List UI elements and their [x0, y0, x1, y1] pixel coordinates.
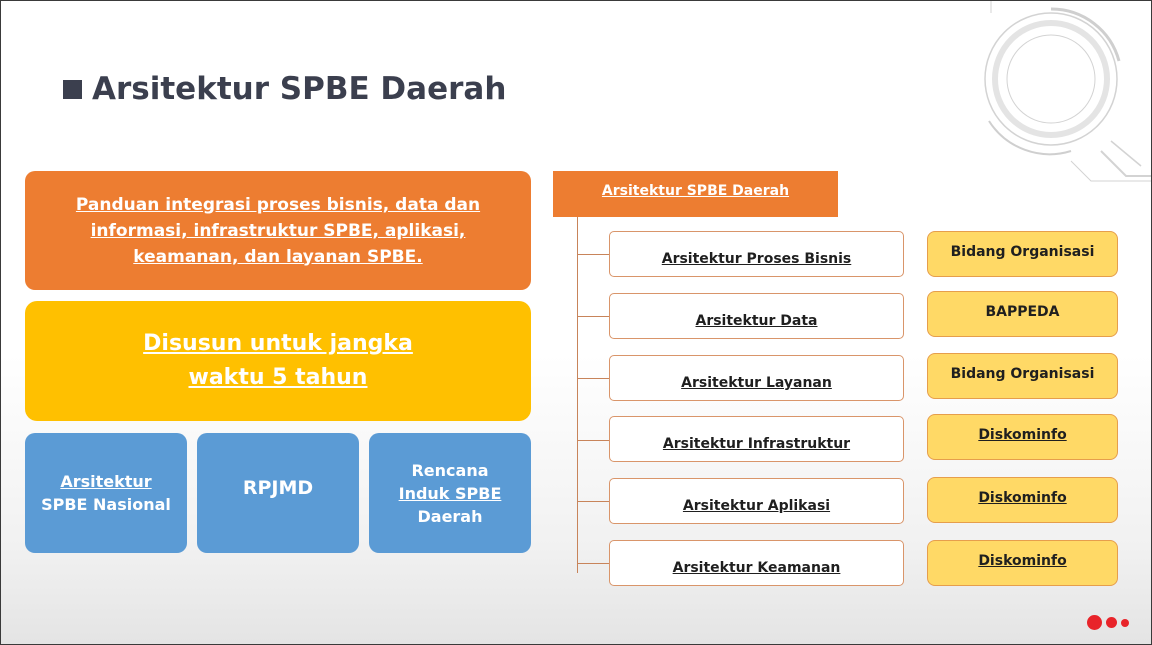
architecture-label: Arsitektur Data [695, 313, 818, 329]
reference-box-line: Induk SPBE [398, 483, 502, 503]
duration-line-2: waktu 5 tahun [188, 365, 368, 390]
architecture-label: Arsitektur Proses Bisnis [661, 251, 852, 267]
reference-box-rencana-induk: Rencana Induk SPBE Daerah [369, 433, 531, 553]
description-box: Panduan integrasi proses bisnis, data da… [25, 171, 531, 290]
tree-root-label: Arsitektur SPBE Daerah [601, 183, 790, 199]
tree-connector [577, 378, 609, 379]
reference-box-line: Daerah [417, 506, 483, 526]
architecture-label: Arsitektur Infrastruktur [662, 436, 851, 452]
architecture-label: Arsitektur Layanan [681, 375, 832, 391]
owner-label: Diskominfo [978, 490, 1067, 506]
dot-icon [1121, 618, 1129, 627]
architecture-box: Arsitektur Proses Bisnis [609, 231, 904, 277]
reference-box-line: Arsitektur [60, 472, 152, 491]
tree-connector [577, 501, 609, 502]
duration-box: Disusun untuk jangka waktu 5 tahun [25, 301, 531, 421]
reference-box-line: SPBE Nasional [41, 495, 171, 514]
owner-label: Bidang Organisasi [950, 244, 1095, 260]
owner-label: Bidang Organisasi [950, 366, 1095, 382]
reference-box-line: Rencana [411, 460, 489, 480]
architecture-box: Arsitektur Layanan [609, 355, 904, 401]
tree-connector-vertical [577, 217, 578, 573]
dot-icon [1106, 617, 1117, 628]
owner-box: Diskominfo [927, 477, 1118, 523]
tree-connector [577, 563, 609, 564]
page-title-text: Arsitektur SPBE Daerah [92, 71, 507, 107]
owner-label: BAPPEDA [985, 304, 1060, 320]
tree-connector [577, 254, 609, 255]
tech-circle-decoration [984, 1, 1151, 182]
architecture-box: Arsitektur Data [609, 293, 904, 339]
dot-icon [1087, 615, 1102, 630]
owner-box: Diskominfo [927, 540, 1118, 586]
duration-line-1: Disusun untuk jangka [143, 331, 413, 356]
owner-box: Diskominfo [927, 414, 1118, 460]
owner-box: BAPPEDA [927, 291, 1118, 337]
description-text: Panduan integrasi proses bisnis, data da… [75, 194, 481, 267]
architecture-box: Arsitektur Keamanan [609, 540, 904, 586]
page-title: Arsitektur SPBE Daerah [63, 71, 506, 107]
architecture-box: Arsitektur Infrastruktur [609, 416, 904, 462]
owner-box: Bidang Organisasi [927, 231, 1118, 277]
tree-connector [577, 440, 609, 441]
tree-connector [577, 316, 609, 317]
slide-dots-decoration [1087, 615, 1129, 630]
reference-box-rpjmd: RPJMD [197, 433, 359, 553]
owner-box: Bidang Organisasi [927, 353, 1118, 399]
reference-box-line: RPJMD [242, 477, 314, 499]
architecture-label: Arsitektur Keamanan [672, 560, 841, 576]
owner-label: Diskominfo [978, 553, 1067, 569]
tree-root: Arsitektur SPBE Daerah [553, 171, 838, 217]
reference-box-spbe-nasional: Arsitektur SPBE Nasional [25, 433, 187, 553]
owner-label: Diskominfo [978, 427, 1067, 443]
architecture-label: Arsitektur Aplikasi [682, 498, 831, 514]
square-bullet-icon [63, 79, 82, 99]
architecture-box: Arsitektur Aplikasi [609, 478, 904, 524]
